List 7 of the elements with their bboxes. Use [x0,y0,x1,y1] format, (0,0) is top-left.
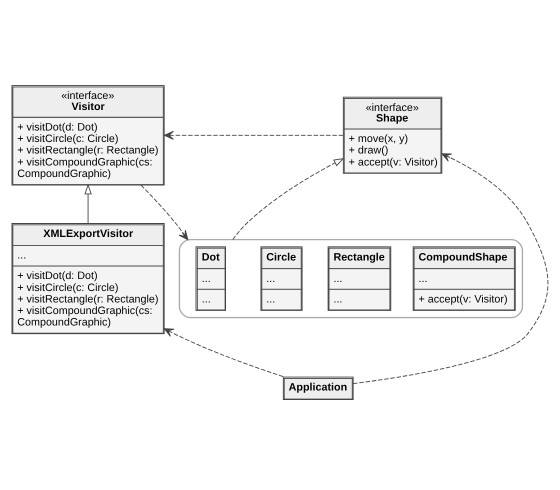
arrow [232,158,344,240]
arrow [352,153,548,384]
cluster [178,238,524,318]
arrow [164,130,344,140]
arrow [84,184,92,224]
arrow [164,328,284,377]
arrow [140,184,188,240]
